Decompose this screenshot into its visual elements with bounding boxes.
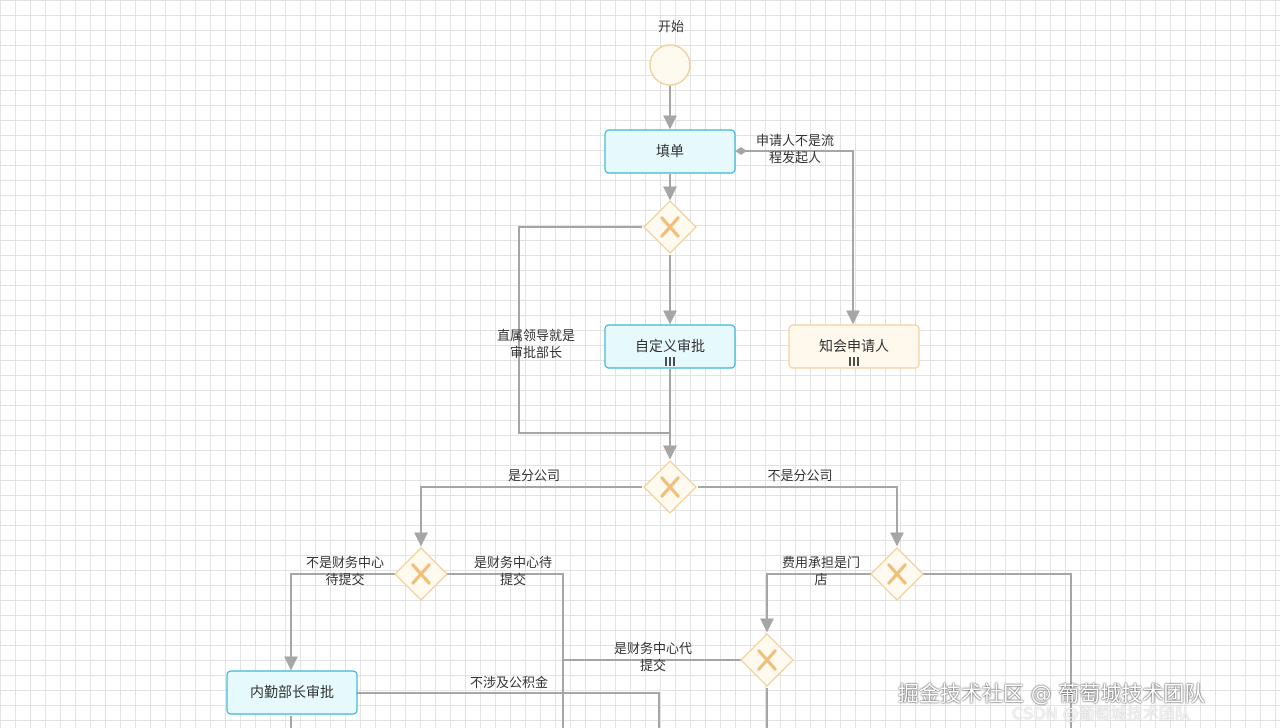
flow-fill-form-to-notify[interactable] (745, 150, 860, 325)
multi-instance-icon (665, 357, 675, 366)
watermark-juejin: 掘金技术社区 @ 葡萄城技术团队 (898, 682, 1206, 706)
edge-label-cost-borne-store-line2: 店 (814, 573, 827, 588)
start-event[interactable] (649, 44, 691, 86)
flow-gateway-2-to-gateway-3[interactable] (414, 486, 642, 547)
watermark-csdn: CSDN @葡萄城技术团队 (1012, 704, 1191, 723)
x-mark-icon (660, 476, 680, 498)
edge-label-not-finance-pending-line1: 不是财务中心 (306, 555, 384, 571)
edge-label-direct-leader-line1: 直属领导就是 (497, 329, 575, 344)
exclusive-gateway-1[interactable] (643, 200, 697, 254)
exclusive-gateway-3[interactable] (394, 547, 448, 601)
flow-gateway-3-to-internal-minister[interactable] (284, 573, 395, 671)
edge-label-not-branch: 不是分公司 (767, 469, 832, 484)
edge-label-finance-pending-line2: 提交 (500, 572, 526, 588)
edge-label-finance-pending-line1: 是财务中心待 (474, 555, 552, 571)
flow-gateway-4-right-down[interactable] (923, 573, 1072, 728)
edge-label-not-finance-pending-line2: 待提交 (325, 572, 364, 588)
task-custom-approval[interactable]: 自定义审批 (604, 324, 736, 369)
default-flow-diamond-marker (735, 147, 747, 155)
x-mark-icon (660, 216, 680, 238)
task-internal-minister-label: 内勤部长审批 (250, 685, 334, 701)
task-fill-form-label: 填单 (656, 144, 684, 160)
x-mark-icon (757, 649, 777, 671)
task-custom-approval-label: 自定义审批 (635, 339, 705, 355)
task-internal-minister-approval[interactable]: 内勤部长审批 (226, 670, 358, 715)
edge-label-no-provident-fund: 不涉及公积金 (470, 675, 548, 691)
edge-label-finance-proxy-line2: 提交 (640, 658, 666, 674)
exclusive-gateway-4[interactable] (870, 547, 924, 601)
exclusive-gateway-2[interactable] (643, 460, 697, 514)
edge-label-finance-proxy-line1: 是财务中心代 (614, 641, 692, 657)
edge-label-applicant-not-initiator-line2: 程发起人 (769, 150, 821, 166)
start-event-label: 开始 (658, 20, 684, 35)
flow-internal-minister-right[interactable] (357, 692, 660, 728)
task-notify-applicant-label: 知会申请人 (819, 338, 889, 355)
edge-label-direct-leader-line2: 审批部长 (510, 346, 562, 361)
multi-instance-icon (849, 357, 859, 366)
task-notify-applicant[interactable]: 知会申请人 (788, 324, 920, 369)
flow-gateway-4-to-gateway-5[interactable] (760, 573, 871, 633)
edge-label-cost-borne-store-line1: 费用承担是门 (782, 556, 860, 571)
x-mark-icon (411, 563, 431, 585)
flow-gateway-3-right-down[interactable] (447, 573, 564, 728)
x-mark-icon (887, 563, 907, 585)
task-fill-form[interactable]: 填单 (604, 129, 736, 174)
edge-label-is-branch: 是分公司 (508, 469, 560, 484)
sequence-flows (284, 86, 1072, 728)
flow-gateway-2-to-gateway-4[interactable] (698, 486, 904, 547)
exclusive-gateway-5[interactable] (740, 633, 794, 687)
edge-label-applicant-not-initiator-line1: 申请人不是流 (756, 134, 834, 149)
